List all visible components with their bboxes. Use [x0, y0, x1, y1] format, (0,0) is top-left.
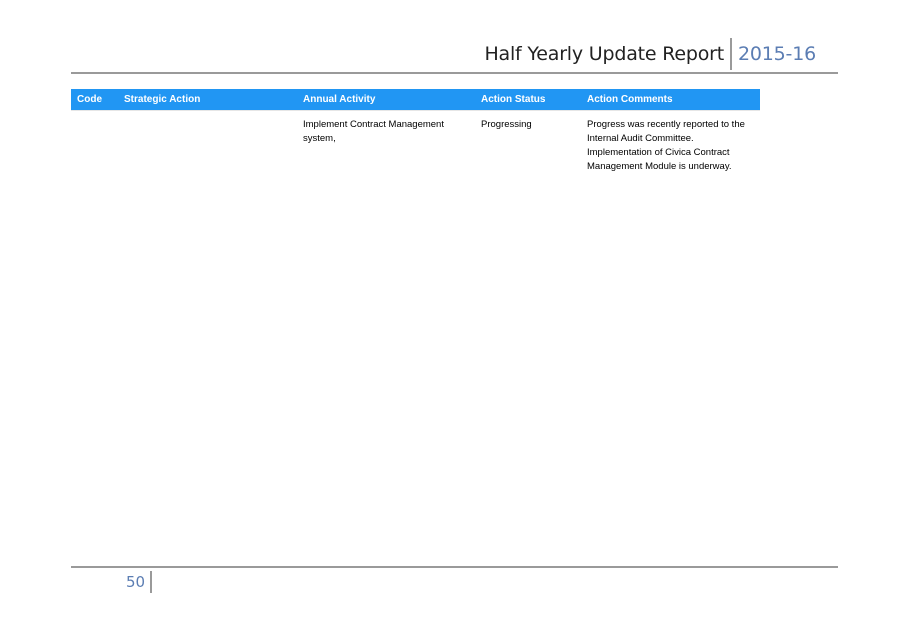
cell-action-comments: Progress was recently reported to the In… [587, 118, 760, 174]
footer-separator [150, 571, 153, 593]
cell-annual-activity: Implement Contract Management system, [303, 118, 473, 146]
action-comments-line: Internal Audit Committee. [587, 133, 694, 144]
footer-rule [71, 566, 838, 568]
column-header-action-comments: Action Comments [587, 94, 673, 105]
table-header-row: Code Strategic Action Annual Activity Ac… [71, 89, 760, 110]
action-comments-line: Implementation of Civica Contract [587, 147, 730, 158]
report-title: Half Yearly Update Report [484, 43, 724, 65]
column-header-strategic-action: Strategic Action [124, 94, 201, 105]
column-header-annual-activity: Annual Activity [303, 94, 376, 105]
page-header: Half Yearly Update Report 2015-16 [484, 38, 816, 70]
header-rule [71, 72, 838, 74]
header-separator [730, 38, 732, 70]
annual-activity-line: system, [303, 133, 336, 144]
cell-action-status: Progressing [481, 119, 532, 130]
column-header-action-status: Action Status [481, 94, 546, 105]
action-comments-line: Management Module is underway. [587, 161, 732, 172]
annual-activity-line: Implement Contract Management [303, 119, 444, 130]
page-footer: 50 [126, 571, 153, 593]
row-divider [71, 110, 760, 111]
report-year: 2015-16 [738, 43, 816, 65]
action-comments-line: Progress was recently reported to the [587, 119, 745, 130]
actions-table: Code Strategic Action Annual Activity Ac… [71, 89, 760, 181]
page-number: 50 [126, 573, 146, 591]
table-row: Implement Contract Management system, Pr… [71, 111, 760, 181]
column-header-code: Code [77, 94, 102, 105]
